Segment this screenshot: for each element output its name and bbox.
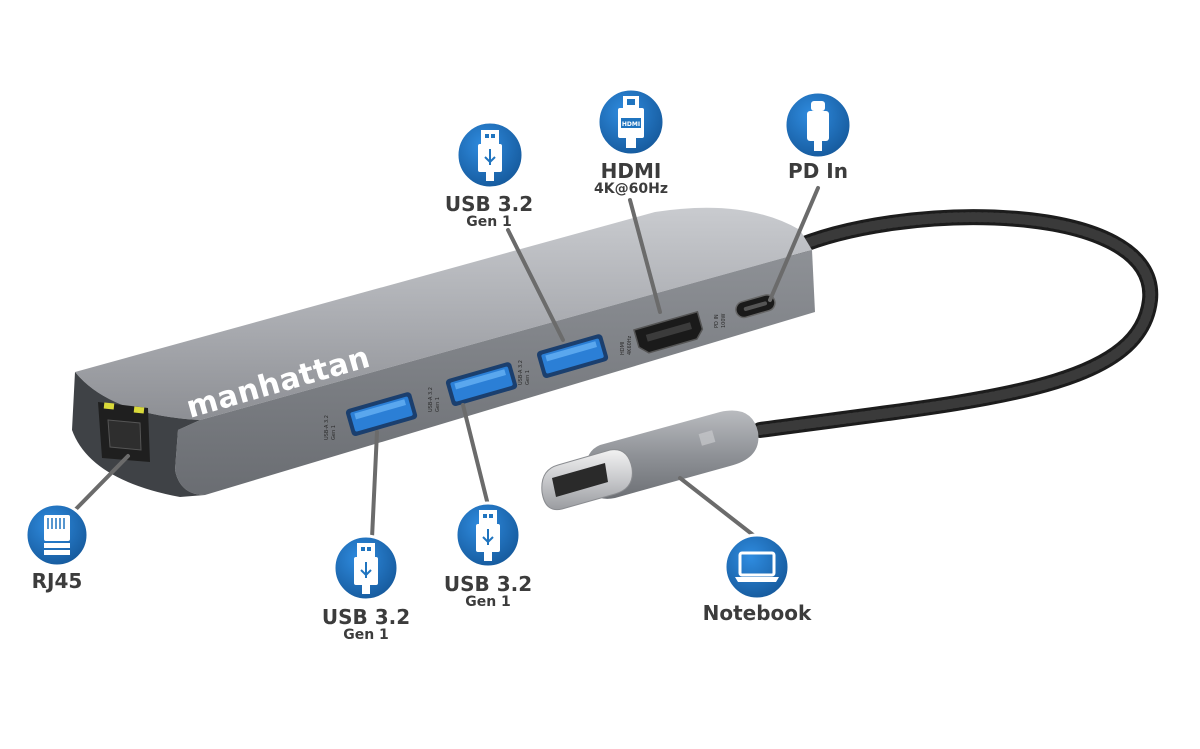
rj45-plug-icon <box>24 502 90 568</box>
hub-top-surface <box>75 207 812 420</box>
hdmi-port <box>633 310 704 354</box>
port-label-pd: PD IN <box>714 314 720 328</box>
port-label-usb3: USB-A 3.2 <box>518 360 524 385</box>
usb-a-plug-icon <box>455 120 525 190</box>
rj45-port <box>98 402 150 462</box>
port-label-usb1-gen: Gen 1 <box>331 425 337 440</box>
callout-sub-hdmi: 4K@60Hz <box>594 181 668 197</box>
cable <box>752 209 1159 438</box>
port-label-pd-watt: 100W <box>721 313 727 328</box>
port-label-hdmi: HDMI <box>620 342 626 355</box>
callout-lines <box>73 186 820 540</box>
callout-title-rj45: RJ45 <box>32 569 83 593</box>
svg-text:HDMI: HDMI <box>622 121 640 128</box>
port-label-usb3-gen: Gen 1 <box>525 370 531 385</box>
callout-title-hdmi: HDMI <box>601 159 662 183</box>
callout-title-usb-left: USB 3.2 <box>322 605 410 629</box>
usb-a-port-1 <box>345 392 418 436</box>
usb-a-port-3 <box>536 334 609 378</box>
laptop-icon <box>723 533 791 601</box>
port-label-usb1: USB-A 3.2 <box>324 415 330 440</box>
usb-a-plug-icon <box>454 501 522 569</box>
hdmi-plug-icon: HDMI <box>596 87 666 157</box>
usb-c-pd-port <box>735 294 776 319</box>
usb-c-plug-icon <box>783 90 853 160</box>
port-label-usb2-gen: Gen 1 <box>435 397 441 412</box>
usb-a-plug-icon <box>332 534 400 602</box>
callout-sub-usb-top: Gen 1 <box>466 214 512 230</box>
port-label-hdmi-res: 4K60Hz <box>627 335 633 355</box>
callout-title-pd-in: PD In <box>788 159 848 183</box>
callout-sub-usb-left: Gen 1 <box>343 627 389 643</box>
usb-a-port-2 <box>445 362 518 406</box>
callout-title-usb-mid: USB 3.2 <box>444 572 532 596</box>
callout-sub-usb-mid: Gen 1 <box>465 594 511 610</box>
callout-title-notebook: Notebook <box>703 601 812 625</box>
usb-c-connector <box>541 410 759 511</box>
cable-texture <box>755 212 1156 435</box>
callout-title-usb-top: USB 3.2 <box>445 192 533 216</box>
port-label-usb2: USB-A 3.2 <box>428 387 434 412</box>
